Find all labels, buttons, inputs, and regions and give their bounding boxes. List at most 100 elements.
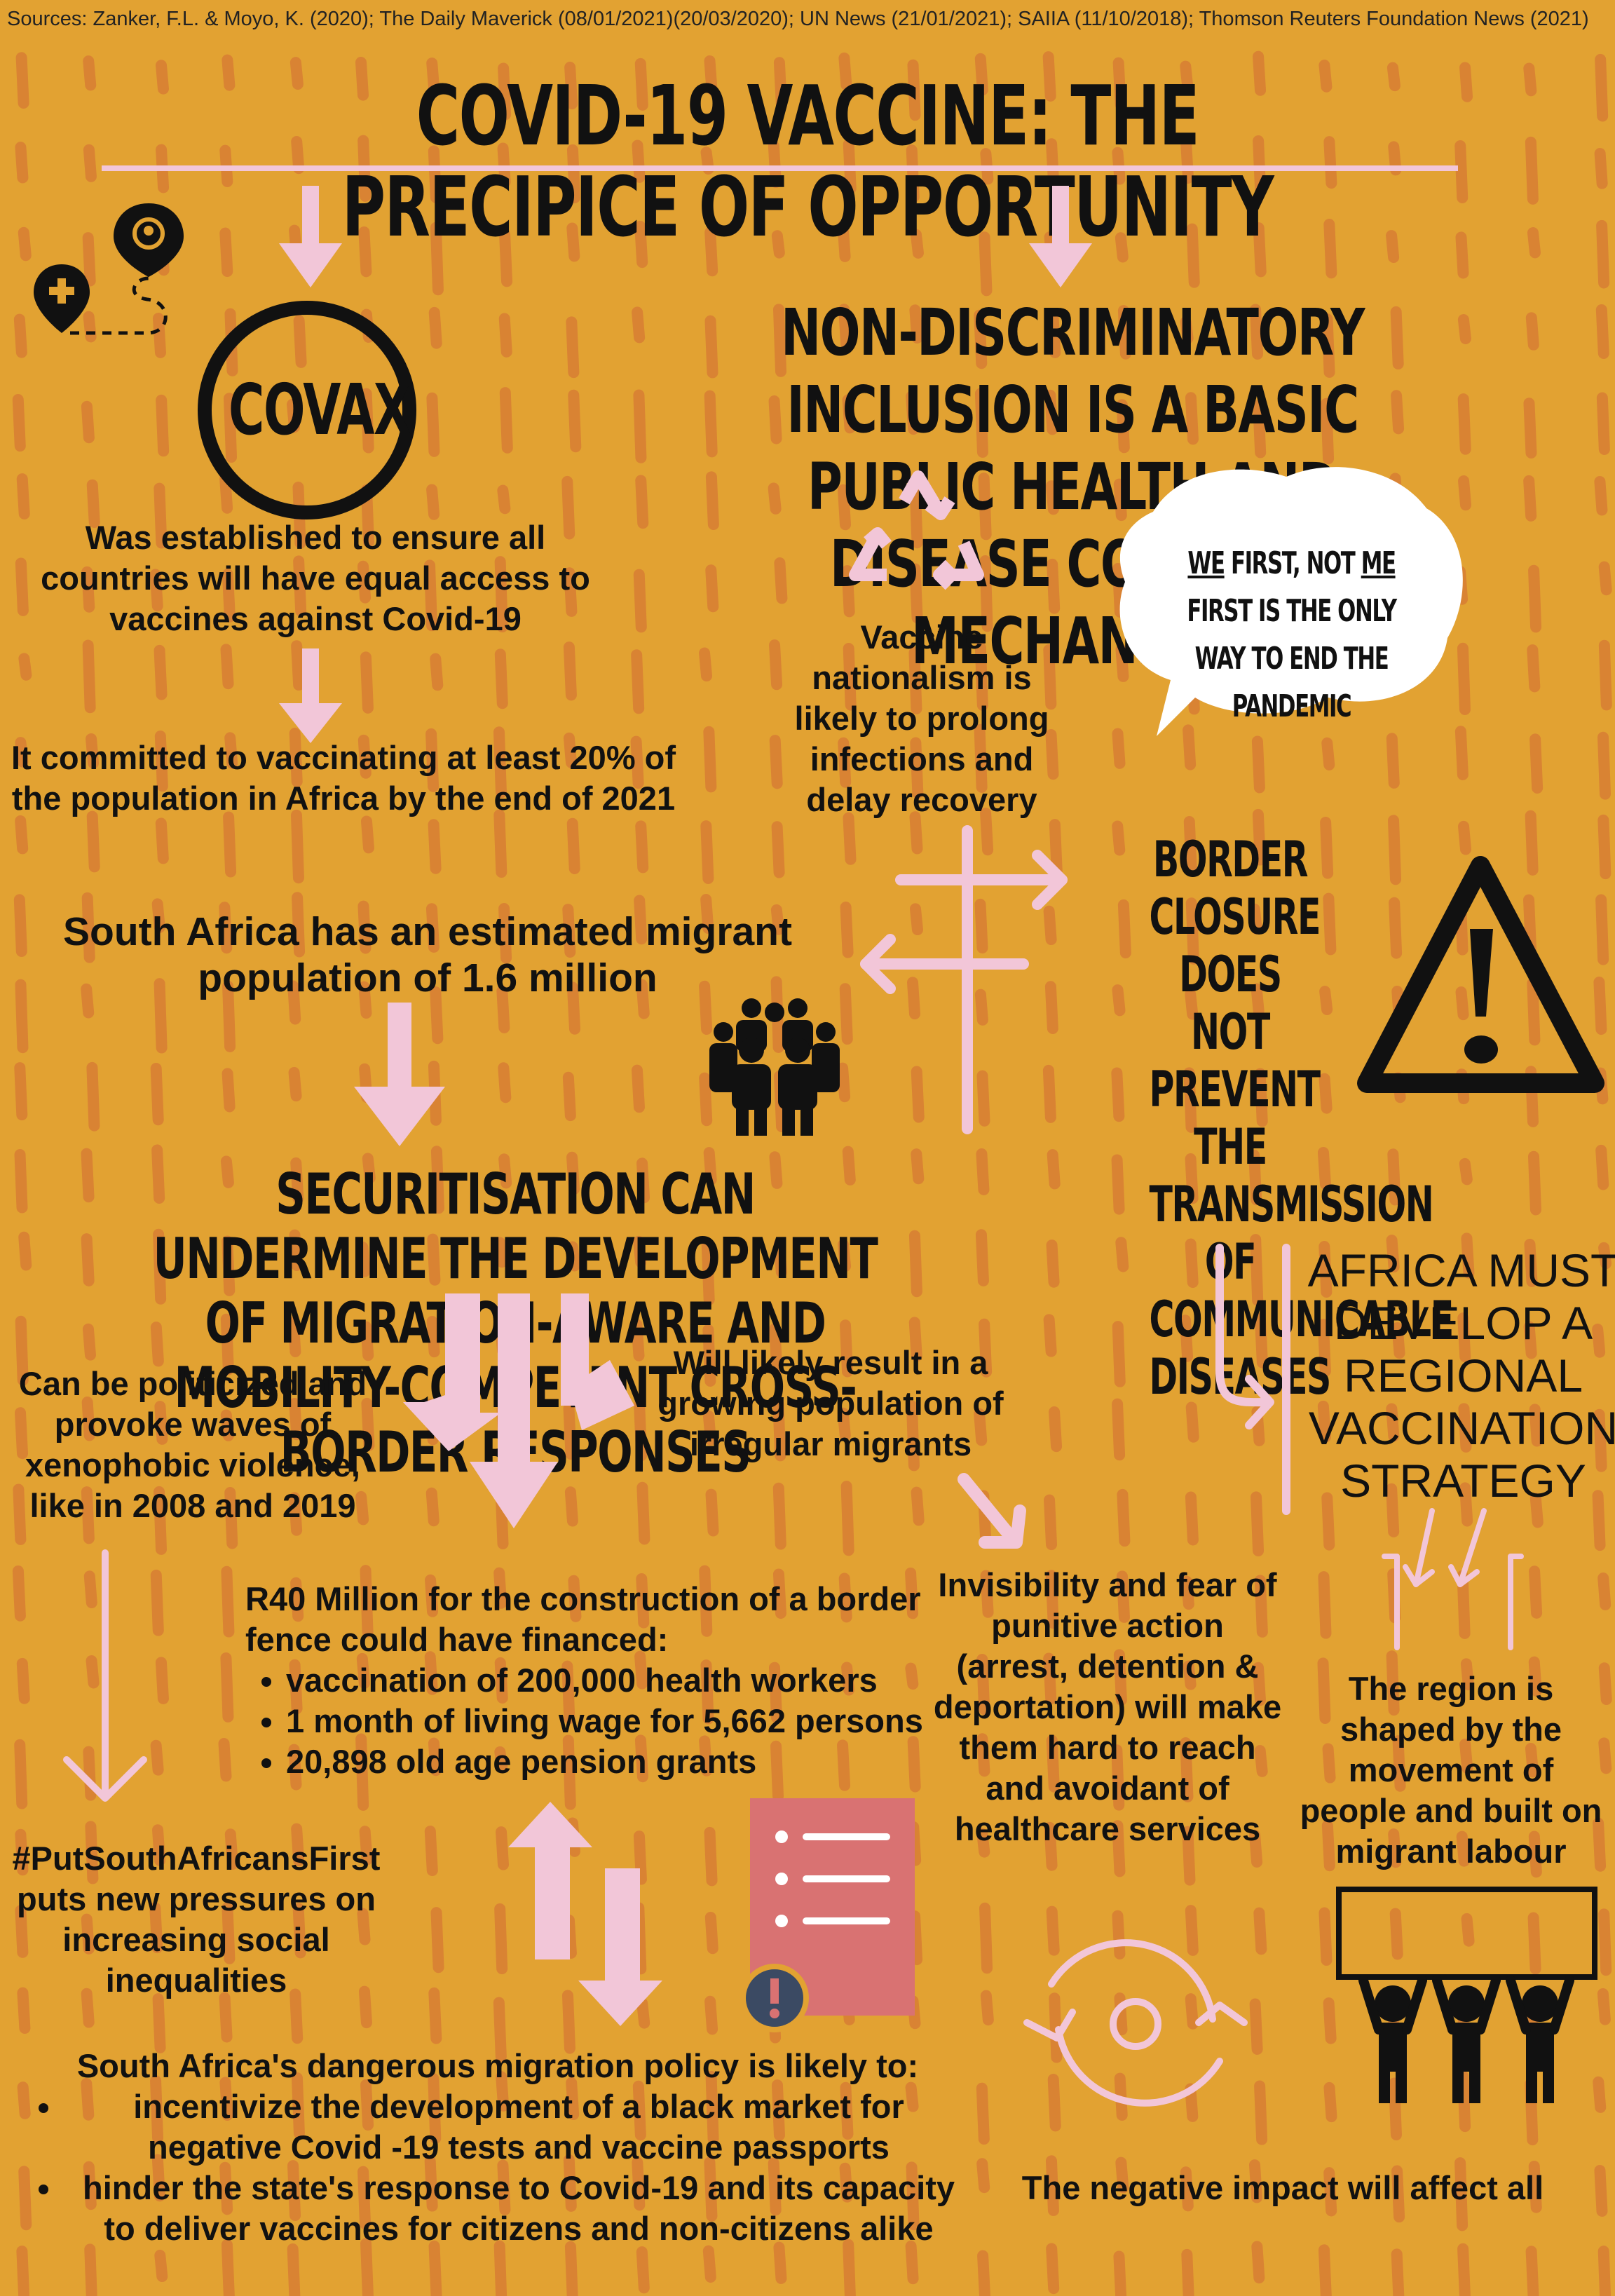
background-stripe	[81, 1148, 95, 1203]
background-stripe	[81, 1988, 95, 2028]
background-stripe	[1252, 1662, 1266, 1706]
background-stripe	[838, 1239, 852, 1272]
background-stripe	[1044, 1494, 1058, 1551]
background-stripe	[362, 1153, 376, 1184]
background-stripe	[979, 231, 993, 297]
background-stripe	[1180, 1737, 1194, 1802]
background-stripe	[976, 2082, 990, 2145]
background-stripe	[1592, 1324, 1606, 1358]
background-stripe	[632, 306, 646, 344]
background-stripe	[287, 398, 301, 433]
background-stripe	[768, 140, 782, 189]
background-stripe	[568, 389, 582, 453]
background-stripe	[1317, 1319, 1331, 1377]
background-stripe	[699, 1072, 713, 1127]
background-stripe	[1527, 227, 1541, 259]
background-stripe	[427, 1233, 441, 1286]
background-stripe	[149, 1902, 163, 1954]
background-stripe	[1597, 1572, 1611, 1610]
background-stripe	[907, 59, 921, 121]
background-stripe	[155, 817, 169, 864]
background-stripe	[1597, 1988, 1611, 2025]
background-stripe	[704, 390, 718, 458]
background-stripe	[1043, 644, 1057, 710]
background-stripe	[1250, 1234, 1264, 1306]
background-stripe	[975, 1229, 989, 1286]
background-stripe	[83, 1570, 97, 1608]
policy-block: South Africa's dangerous migration polic…	[21, 2046, 974, 2249]
background-stripe	[220, 1409, 234, 1441]
background-stripe	[1112, 820, 1126, 856]
background-stripe	[1386, 1483, 1400, 1537]
background-stripe	[1318, 2244, 1332, 2296]
background-stripe	[769, 1151, 783, 1189]
background-stripe	[15, 1905, 29, 1958]
background-stripe	[911, 1486, 925, 1526]
background-stripe	[290, 1577, 304, 1622]
background-stripe	[1598, 1242, 1612, 1270]
background-stripe	[909, 903, 923, 936]
hashtag-text: #PutSouthAfricansFirst puts new pressure…	[12, 1840, 381, 1999]
background-stripe	[907, 977, 921, 1020]
background-stripe	[910, 229, 924, 259]
background-stripe	[430, 653, 444, 691]
background-stripe	[705, 471, 719, 531]
background-stripe	[704, 1826, 718, 1887]
background-stripe	[287, 2243, 301, 2296]
background-stripe	[1595, 894, 1609, 965]
background-stripe	[1186, 223, 1200, 288]
background-stripe	[768, 2157, 782, 2216]
background-stripe	[1593, 2076, 1607, 2113]
background-stripe	[428, 2240, 442, 2296]
background-stripe	[151, 1144, 165, 1204]
background-stripe	[357, 1241, 371, 1277]
background-stripe	[428, 1737, 442, 1777]
background-stripe	[974, 641, 988, 711]
background-stripe	[1525, 1743, 1539, 1778]
background-stripe	[636, 1573, 650, 1629]
background-stripe	[151, 898, 165, 933]
background-stripe	[1319, 986, 1333, 1016]
background-stripe	[289, 1492, 303, 1536]
background-stripe	[152, 1824, 166, 1866]
background-stripe	[15, 142, 29, 184]
background-stripe	[1598, 1908, 1612, 1976]
background-stripe	[1323, 2081, 1337, 2123]
background-stripe	[1049, 1406, 1063, 1453]
background-stripe	[18, 653, 32, 681]
arrow-diagonal-icon	[958, 1473, 1026, 1549]
background-stripe	[1323, 136, 1337, 189]
background-stripe	[1386, 1235, 1400, 1273]
background-stripe	[979, 1902, 993, 1974]
background-stripe	[16, 473, 30, 519]
background-stripe	[1183, 1067, 1197, 1133]
background-stripe	[1044, 1821, 1058, 1871]
background-stripe	[357, 900, 372, 954]
background-stripe	[1388, 815, 1402, 885]
background-stripe	[1456, 1830, 1470, 1867]
background-stripe	[425, 728, 439, 792]
background-stripe	[152, 313, 166, 358]
background-stripe	[15, 737, 29, 768]
background-stripe	[974, 724, 988, 793]
background-stripe	[359, 1826, 373, 1866]
background-stripe	[430, 222, 444, 296]
background-stripe	[81, 400, 95, 444]
background-stripe	[911, 1148, 925, 1185]
background-stripe	[636, 1157, 650, 1204]
background-stripe	[1253, 135, 1267, 195]
background-stripe	[632, 2156, 646, 2211]
irregular-migrants-text: Will likely result in a growing populati…	[657, 1344, 1004, 1462]
background-stripe	[83, 2161, 97, 2210]
background-stripe	[1046, 2243, 1060, 2295]
background-stripe	[1254, 1575, 1268, 1638]
background-stripe	[1180, 316, 1194, 344]
background-stripe	[220, 644, 234, 690]
background-stripe	[86, 810, 100, 873]
background-stripe	[1113, 1649, 1127, 1706]
background-stripe	[1389, 897, 1403, 959]
background-stripe	[561, 475, 575, 540]
background-stripe	[151, 2154, 165, 2202]
background-stripe	[1592, 1490, 1606, 1551]
background-stripe	[976, 1070, 990, 1127]
